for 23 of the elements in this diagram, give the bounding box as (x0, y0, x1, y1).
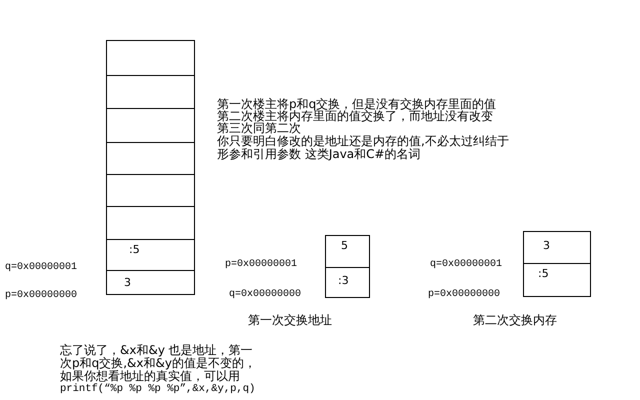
code-text: printf(“%p %p %p %p”,&x,&y,p,q) (60, 383, 256, 396)
cell-value: 5 (341, 240, 348, 252)
note-text: 你只要明白修改的是地址还是内存的值,不必太过纠结于形参和引用参数 这类Java和C#的名词 (217, 135, 510, 161)
box-caption: 第二次交换内存 (473, 313, 557, 327)
note-text: 第一次楼主将p和q交换，但是没有交换内存里面的值 (217, 98, 496, 111)
cell-value: :3 (338, 275, 349, 287)
note-text: 第三次同第二次 (217, 122, 301, 135)
memory-box (523, 231, 591, 297)
address-label: q=0x00000000 (229, 289, 302, 301)
cell-value: :5 (129, 244, 140, 256)
address-label: p=0x00000001 (225, 259, 298, 271)
memory-stack (106, 40, 195, 295)
note-text: 第二次楼主将内存里面的值交换了，而地址没有改变 (217, 110, 493, 123)
note-text: 忘了说了，&x和&y 也是地址，第一次p和q交换,&x和&y的值是不变的，如果你想看地址的真实值，可以用 (60, 344, 257, 383)
address-label: q=0x00000001 (5, 262, 78, 274)
cell-value: 3 (124, 277, 131, 289)
address-label: q=0x00000001 (430, 259, 502, 271)
address-label: p=0x00000000 (428, 289, 500, 301)
cell-value: 3 (543, 240, 550, 252)
address-label: p=0x00000000 (5, 290, 78, 302)
memory-box (325, 235, 370, 298)
box-caption: 第一次交换地址 (248, 313, 332, 327)
cell-value: :5 (538, 268, 549, 280)
